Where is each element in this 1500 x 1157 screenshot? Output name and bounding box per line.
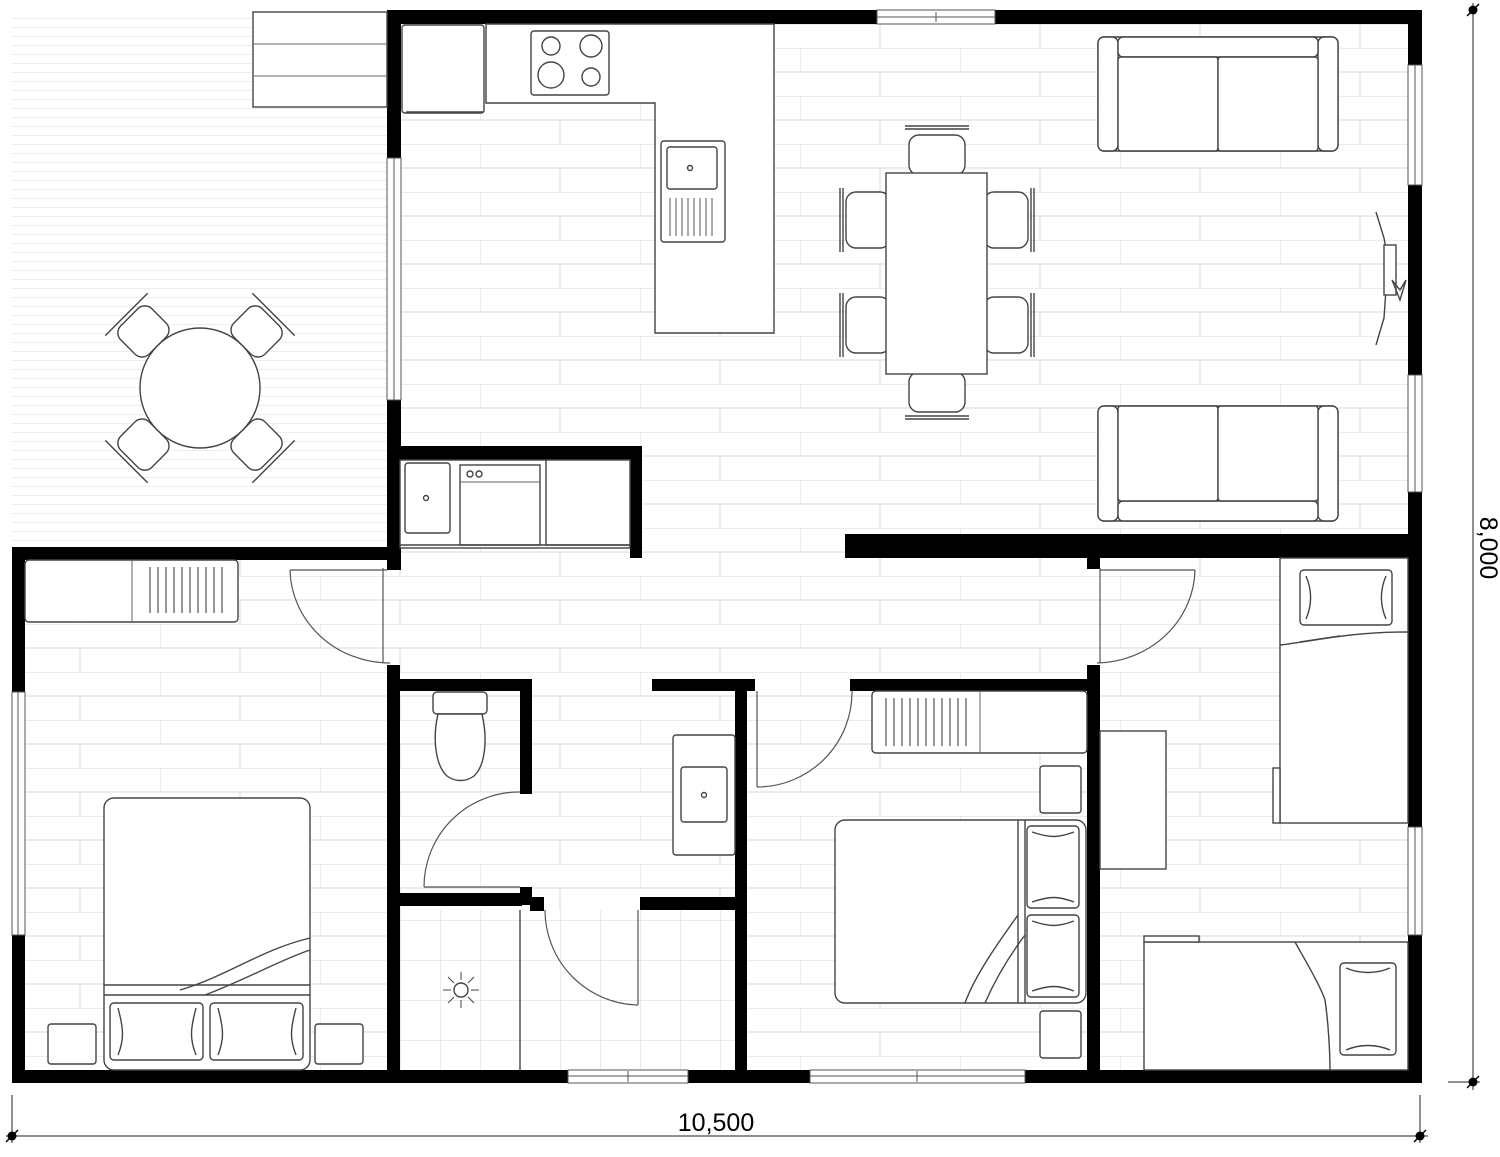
- wall: [520, 887, 532, 905]
- wall: [1087, 665, 1100, 1083]
- window-icon: [567, 1069, 689, 1084]
- window-icon: [1407, 826, 1423, 936]
- cooktop-icon: [530, 30, 610, 96]
- dining-table: [885, 172, 988, 375]
- wall: [520, 679, 532, 794]
- washer: [459, 464, 541, 546]
- width-dimension-label: 10,500: [678, 1109, 754, 1137]
- wall: [688, 1070, 810, 1083]
- chair: [839, 188, 891, 252]
- door-swing-icon: [756, 690, 853, 788]
- kitchen-counter: [485, 23, 775, 334]
- wall: [1408, 935, 1422, 1083]
- toilet-icon: [432, 691, 488, 782]
- bed-icon: [834, 819, 1087, 1004]
- door-swing-icon: [1096, 568, 1196, 664]
- bed-icon: [1272, 557, 1409, 824]
- radiator-icon: [871, 690, 1088, 754]
- wall: [630, 446, 642, 558]
- deck-steps: [252, 11, 388, 108]
- radiator-icon: [24, 559, 239, 623]
- dimension-right: 8,000: [1448, 3, 1500, 1090]
- wall: [12, 1070, 568, 1083]
- wall: [387, 400, 401, 570]
- window-icon: [876, 9, 996, 25]
- door-swing-icon: [289, 568, 391, 664]
- wall: [12, 935, 25, 1083]
- laundry: [399, 459, 631, 549]
- wall: [530, 897, 544, 911]
- nightstand-icon: [47, 1023, 97, 1065]
- desk-icon: [1099, 730, 1167, 870]
- kitchen: [401, 23, 775, 334]
- window-icon: [1407, 374, 1423, 493]
- bedroom-right: [1099, 557, 1409, 1071]
- wall: [995, 10, 1420, 24]
- chair: [905, 371, 969, 420]
- wall: [640, 897, 747, 910]
- wall: [1025, 1070, 1422, 1083]
- chair: [839, 293, 891, 357]
- wall: [845, 534, 1422, 558]
- windows: [11, 9, 1423, 1084]
- wall: [387, 679, 532, 691]
- chair: [983, 293, 1035, 357]
- door-swing-icon: [423, 791, 521, 888]
- tv-icon: [1375, 211, 1407, 346]
- wall: [12, 547, 25, 692]
- nightstand-icon: [1039, 765, 1082, 814]
- bathroom: [443, 734, 736, 1070]
- nightstand-icon: [314, 1023, 364, 1065]
- sink-icon: [672, 734, 736, 856]
- bedroom-left: [24, 559, 364, 1071]
- wall: [387, 893, 522, 906]
- chair: [230, 292, 296, 358]
- round-table: [139, 327, 261, 449]
- chair: [104, 418, 170, 484]
- deck-area: [104, 11, 388, 484]
- wall: [387, 10, 401, 158]
- wall: [12, 547, 400, 560]
- wall: [1408, 10, 1422, 65]
- bed-icon: [103, 797, 311, 1071]
- window-icon: [809, 1069, 1026, 1084]
- doors: [289, 568, 1196, 1006]
- round-table-icon: [104, 292, 296, 484]
- chair: [983, 188, 1035, 252]
- chair: [230, 418, 296, 484]
- bedroom-middle: [834, 690, 1088, 1059]
- door-swing-icon: [544, 909, 639, 1006]
- bed-icon: [1143, 935, 1409, 1071]
- wall: [1087, 547, 1100, 569]
- wall: [1408, 185, 1422, 375]
- window-icon: [1407, 64, 1423, 186]
- wall: [735, 679, 747, 1083]
- dining-table-icon: [839, 125, 1035, 420]
- sink-icon: [404, 462, 451, 534]
- fridge: [401, 24, 485, 114]
- sofa-icon: [1097, 36, 1339, 152]
- height-dimension-label: 8,000: [1474, 517, 1500, 580]
- wall: [1408, 492, 1422, 827]
- wall: [387, 446, 642, 460]
- wall: [387, 665, 400, 1083]
- sofa-icon: [1097, 405, 1339, 522]
- window-icon: [11, 691, 26, 936]
- nightstand-icon: [1039, 1010, 1082, 1059]
- wall: [850, 679, 1100, 691]
- window-icon: [386, 157, 402, 401]
- sink-icon: [660, 140, 726, 243]
- wall: [387, 10, 877, 24]
- shower-drain-icon: [443, 972, 479, 1008]
- shower-floor: [400, 910, 740, 1075]
- dryer: [545, 459, 631, 546]
- dimension-bottom: 10,500: [5, 1095, 1428, 1143]
- walls: [12, 10, 1422, 1083]
- wall: [652, 679, 755, 691]
